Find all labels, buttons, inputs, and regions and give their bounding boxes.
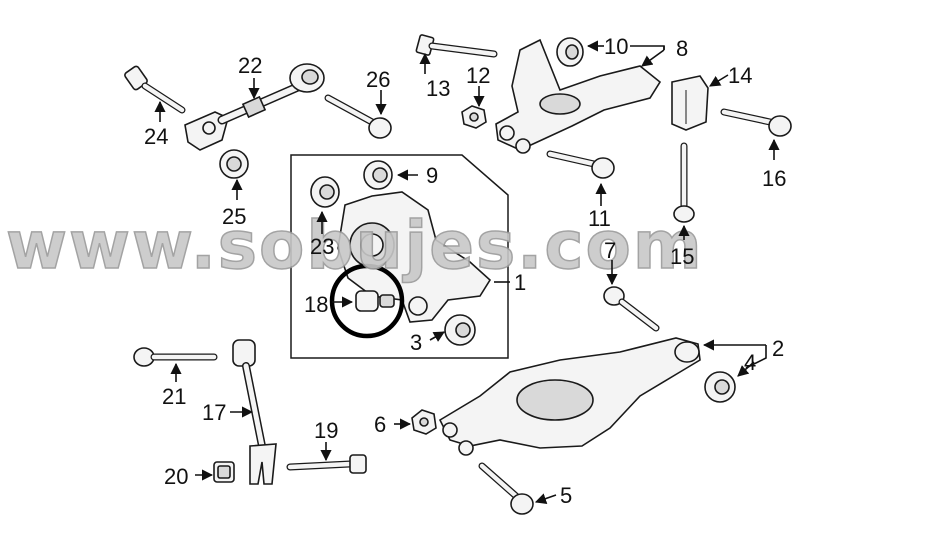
part-22-toe-link (184, 63, 325, 151)
callout-9: 9 (426, 163, 438, 188)
callout-7: 7 (604, 238, 616, 263)
part-16-bolt (720, 108, 792, 137)
callout-13: 13 (426, 76, 450, 101)
highlight-circle (329, 263, 405, 339)
callout-21: 21 (162, 384, 186, 409)
callout-24: 24 (144, 124, 168, 149)
callout-1: 1 (514, 270, 526, 295)
callout-6: 6 (374, 412, 386, 437)
callout-2: 2 (772, 336, 784, 361)
callout-12: 12 (466, 63, 490, 88)
part-4-bushing (704, 371, 736, 403)
callout-4: 4 (744, 350, 756, 375)
watermark-text: www.sobujes.com (6, 207, 704, 284)
callout-22: 22 (238, 53, 262, 78)
part-1-knuckle (337, 191, 492, 323)
part-5-bolt (478, 462, 534, 515)
part-8-upper-arm (495, 38, 662, 154)
callout-labels: 22 24 25 26 13 12 10 8 14 16 11 15 7 9 2… (144, 34, 786, 508)
callout-26: 26 (366, 67, 390, 92)
callout-15: 15 (670, 244, 694, 269)
part-17-lateral-link (232, 339, 277, 485)
callout-8: 8 (676, 36, 688, 61)
part-19-bolt (286, 454, 367, 474)
callout-11: 11 (588, 206, 611, 231)
leader-lines (154, 40, 780, 504)
part-7-bolt (603, 286, 660, 332)
part-11-bolt (546, 150, 615, 179)
part-6-nut (411, 409, 437, 435)
part-21-bolt (133, 347, 218, 367)
callout-19: 19 (314, 418, 338, 443)
callout-17: 17 (202, 400, 226, 425)
part-12-nut (461, 105, 487, 129)
part-20-nut (213, 461, 235, 483)
callout-20: 20 (164, 464, 188, 489)
part-18-bushing (355, 290, 395, 312)
callout-5: 5 (560, 483, 572, 508)
part-9-bushing (363, 160, 393, 190)
callout-14: 14 (728, 63, 752, 88)
callout-23: 23 (310, 234, 334, 259)
part-23-bushing (310, 176, 340, 208)
callout-10: 10 (604, 34, 628, 59)
knuckle-inset-frame (290, 154, 509, 359)
part-13-bolt (415, 34, 498, 58)
part-26-bolt (324, 94, 392, 139)
part-24-bolt (124, 65, 186, 114)
part-10-bushing (556, 37, 584, 67)
callout-18: 18 (304, 292, 328, 317)
part-3-bushing (444, 314, 476, 346)
part-15-bolt (673, 142, 695, 223)
callout-16: 16 (762, 166, 786, 191)
callout-3: 3 (410, 330, 422, 355)
part-25-bushing (219, 149, 249, 179)
callout-25: 25 (222, 204, 246, 229)
part-2-lower-arm (438, 337, 701, 456)
part-14-bracket (671, 75, 709, 131)
